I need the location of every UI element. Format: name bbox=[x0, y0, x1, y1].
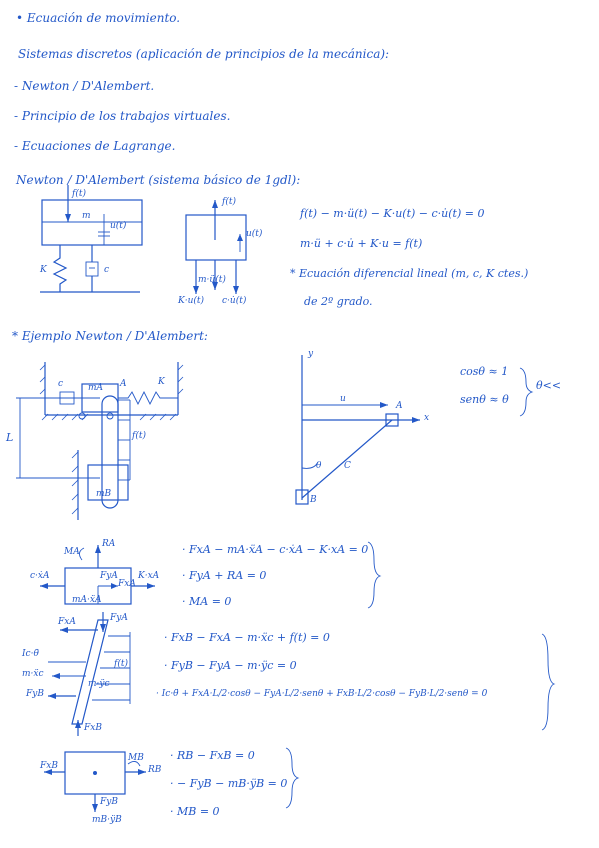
geom-u-label: u bbox=[340, 394, 346, 404]
basic-note-1: * Ecuación diferencial lineal (m, c, K c… bbox=[290, 267, 529, 280]
fbdBar-FyB-label: FyB bbox=[26, 689, 44, 699]
fbdA-cxA-label: c·ẋA bbox=[30, 571, 50, 581]
fbdA-FxA-label: FxA bbox=[118, 579, 136, 589]
fbdA-eq-2: · FyA + RA = 0 bbox=[182, 569, 267, 582]
fbdBar-eq-3: · Ic·θ̈ + FxA·L/2·cosθ − FyA·L/2·senθ + … bbox=[156, 689, 488, 699]
method-item-newton: - Newton / D'Alembert. bbox=[14, 79, 155, 93]
approx-sin: senθ ≈ θ bbox=[460, 393, 509, 406]
fbdB-FyB-label: FyB bbox=[100, 797, 118, 807]
fbd-force-label: f(t) bbox=[222, 197, 236, 207]
fbdB-inertia-label: mB·ÿB bbox=[92, 815, 122, 825]
method-item-virtual-work: - Principio de los trabajos virtuales. bbox=[14, 109, 231, 123]
fbd-inertia-label: m·ü(t) bbox=[198, 275, 226, 285]
example-L-label: L bbox=[6, 431, 14, 444]
fbdB-RB-label: RB bbox=[148, 765, 162, 775]
discrete-systems-heading: Sistemas discretos (aplicación de princi… bbox=[18, 47, 390, 61]
fbdBar-eq-2: · FyB − FyA − m·ÿc = 0 bbox=[164, 659, 297, 672]
example-A-label: A bbox=[120, 379, 127, 389]
fbdA-RA-label: RA bbox=[102, 539, 116, 549]
example-ft-label: f(t) bbox=[132, 431, 146, 441]
fbd-damper-force-label: c·u̇(t) bbox=[222, 296, 247, 306]
fbdBar-Ic-label: Ic·θ̈ bbox=[22, 649, 39, 659]
fbdB-eq-2: · − FyB − mB·ÿB = 0 bbox=[170, 777, 288, 790]
basic-equation-2: m·ü + c·u̇ + K·u = f(t) bbox=[300, 237, 423, 250]
basic-equation-1: f(t) − m·ü(t) − K·u(t) − c·u̇(t) = 0 bbox=[300, 207, 485, 220]
geom-x-label: x bbox=[424, 413, 430, 423]
fbdA-KxA-label: K·xA bbox=[138, 571, 160, 581]
method-item-lagrange: - Ecuaciones de Lagrange. bbox=[14, 139, 176, 153]
fbdA-inertia-label: mA·ẍA bbox=[72, 595, 102, 605]
section-title: • Ecuación de movimiento. bbox=[16, 11, 181, 25]
fbdBar-myc-label: m·ÿc bbox=[88, 679, 110, 689]
basic-mass-label: m bbox=[82, 211, 91, 221]
example-mB-label: mB bbox=[96, 489, 112, 499]
example-K-label: K bbox=[158, 377, 165, 387]
example-heading: * Ejemplo Newton / D'Alembert: bbox=[12, 329, 208, 343]
example-mA-label: mA bbox=[88, 383, 104, 393]
fbdA-eq-3: · MA = 0 bbox=[182, 595, 232, 608]
fbdBar-FyA-label: FyA bbox=[110, 613, 128, 623]
fbdBar-FxB-label: FxB bbox=[84, 723, 102, 733]
basic-disp-label: u(t) bbox=[110, 221, 127, 231]
fbd-disp-label: u(t) bbox=[246, 229, 263, 239]
approx-condition: θ<< bbox=[536, 379, 562, 392]
fbdB-eq-3: · MB = 0 bbox=[170, 805, 220, 818]
fbdBar-FxA-label: FxA bbox=[58, 617, 76, 627]
fbd-spring-force-label: K·u(t) bbox=[178, 296, 205, 306]
geom-B-label: B bbox=[310, 495, 317, 505]
fbdA-eq-1: · FxA − mA·ẍA − c·ẋA − K·xA = 0 bbox=[182, 543, 369, 556]
basic-damper-label: c bbox=[104, 265, 110, 275]
fbdB-MB-label: MB bbox=[128, 753, 144, 763]
newton-subheading: Newton / D'Alembert (sistema básico de 1… bbox=[16, 173, 301, 187]
fbdB-eq-1: · RB − FxB = 0 bbox=[170, 749, 255, 762]
fbdBar-ft-label: f(t) bbox=[114, 659, 128, 669]
basic-note-2: de 2º grado. bbox=[304, 295, 373, 308]
fbdA-FyA-label: FyA bbox=[100, 571, 118, 581]
example-c-label: c bbox=[58, 379, 64, 389]
geom-C-label: C bbox=[344, 461, 351, 471]
geom-y-label: y bbox=[308, 349, 314, 359]
fbdBar-mxc-label: m·ẍc bbox=[22, 669, 44, 679]
fbdA-MA-label: MA bbox=[64, 547, 80, 557]
basic-force-label: f(t) bbox=[72, 189, 86, 199]
fbdB-FxB-label: FxB bbox=[40, 761, 58, 771]
fbdBar-eq-1: · FxB − FxA − m·ẍc + f(t) = 0 bbox=[164, 631, 330, 644]
geom-A-label: A bbox=[396, 401, 403, 411]
basic-spring-label: K bbox=[40, 265, 47, 275]
geom-theta-label: θ bbox=[316, 461, 322, 471]
approx-cos: cosθ ≈ 1 bbox=[460, 365, 509, 378]
